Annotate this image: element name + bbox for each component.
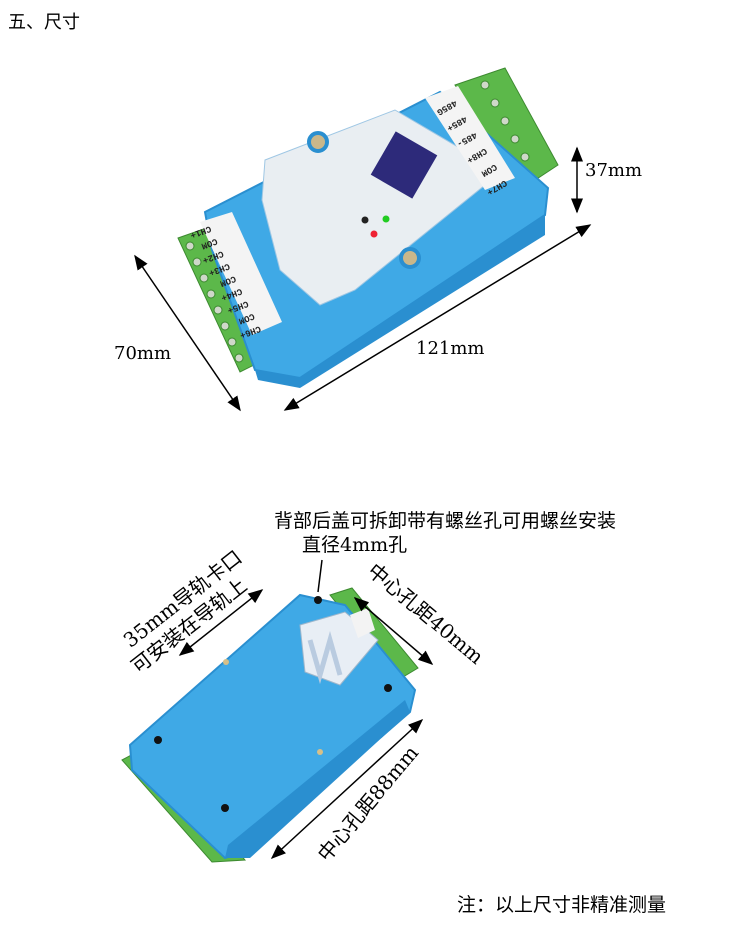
rail-arrow (178, 589, 264, 656)
led-black (361, 216, 369, 224)
mount-hole-4 (221, 804, 229, 812)
hole-pointer-line (317, 559, 323, 593)
length-dimension-arrow (283, 224, 592, 411)
spacing-40-arrow (353, 597, 434, 665)
spacing-88-arrow (270, 718, 424, 860)
section-title: 五、尺寸 (8, 12, 80, 33)
mount-hole-2 (154, 736, 162, 744)
led-green (382, 215, 390, 223)
height-label: 37mm (585, 160, 643, 181)
hole-diameter-note: 直径4mm孔 (302, 534, 408, 556)
right-label-strip (425, 86, 515, 190)
screw-top (307, 131, 329, 153)
length-label: 121mm (416, 338, 485, 359)
mount-hole-1 (314, 596, 322, 604)
led-red (370, 230, 378, 238)
lcd-screen (370, 131, 438, 199)
left-label-strip (200, 212, 282, 335)
mount-hole-3 (384, 684, 392, 692)
width-label: 70mm (114, 343, 172, 364)
width-dimension-arrow (134, 254, 241, 412)
rail-clip-spring (307, 630, 343, 685)
screw-2 (317, 749, 323, 755)
back-cover-note: 背部后盖可拆卸带有螺丝孔可用螺丝安装 (274, 510, 617, 532)
screw-bottom (399, 247, 421, 269)
footnote: 注：以上尺寸非精准测量 (457, 894, 667, 916)
screw-1 (223, 659, 229, 665)
